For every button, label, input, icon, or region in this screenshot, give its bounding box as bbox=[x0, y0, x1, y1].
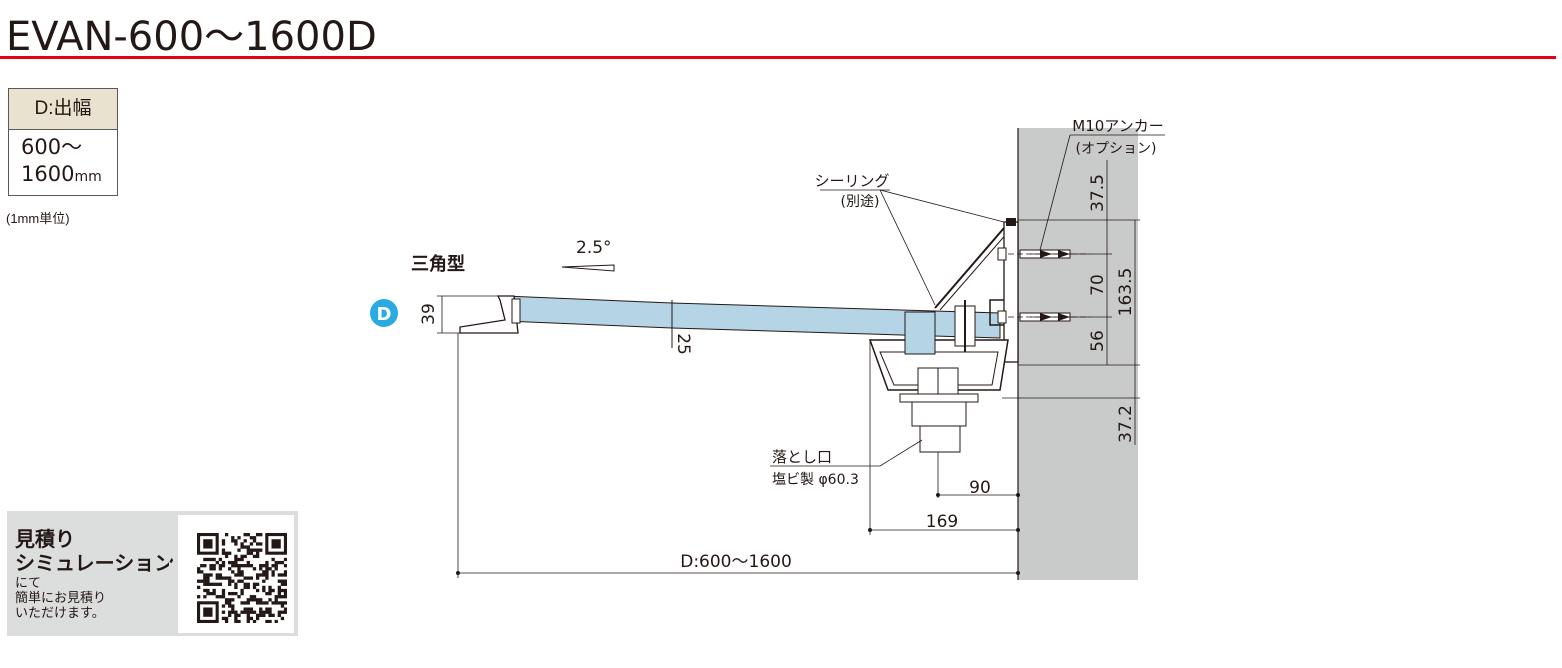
dim-total-height: 163.5 bbox=[1116, 268, 1136, 317]
diagonal-brace bbox=[934, 227, 1005, 309]
type-label: 三角型 bbox=[411, 253, 465, 275]
dim-lower-offset: 56 bbox=[1088, 330, 1108, 352]
quote-sub-3: いただけます。 bbox=[15, 605, 105, 620]
slope-icon bbox=[561, 264, 615, 272]
sealing-sub: (別途) bbox=[841, 193, 880, 210]
spec-header: D:出幅 bbox=[9, 89, 117, 130]
dim-beam-depth: 25 bbox=[673, 333, 693, 355]
leader-line bbox=[879, 439, 923, 467]
spec-range-max: 1600 bbox=[21, 162, 75, 186]
beam-joint bbox=[904, 311, 936, 355]
dim-anchor-pitch: 70 bbox=[1088, 274, 1108, 296]
spec-range-min: 600～ bbox=[21, 135, 83, 159]
spec-range-unit: mm bbox=[74, 169, 102, 185]
spec-note: (1mm単位) bbox=[6, 211, 70, 226]
front-fascia bbox=[459, 295, 519, 334]
leader-line bbox=[1039, 134, 1071, 251]
dim-bottom-lines bbox=[457, 333, 1018, 578]
spec-range: 600～ 1600mm bbox=[9, 130, 117, 195]
dim-dots bbox=[456, 493, 1020, 575]
dim-gutter-from-wall: 169 bbox=[926, 512, 958, 532]
anchor-label: M10アンカー bbox=[1072, 117, 1163, 135]
title-divider bbox=[0, 56, 1556, 59]
drain-label: 落とし口 bbox=[772, 448, 832, 466]
quote-simulation-banner[interactable]: 見積り シミュレーション にて 簡単にお見積り いただけます。 bbox=[7, 511, 298, 636]
diagonal-brace-inner bbox=[939, 231, 1009, 311]
drain-sub: 塩ビ製 φ60.3 bbox=[772, 472, 859, 488]
qr-code-panel[interactable] bbox=[178, 515, 294, 633]
d-badge-label: D bbox=[377, 304, 392, 325]
qr-code-icon[interactable] bbox=[197, 533, 287, 623]
dim-front-height: 39 bbox=[419, 303, 439, 325]
quote-sub-2: 簡単にお見積り bbox=[15, 590, 107, 605]
dim-top-offset: 37.5 bbox=[1088, 174, 1108, 212]
anchor-sub: (オプション) bbox=[1076, 141, 1157, 157]
drain-pipe bbox=[919, 425, 961, 453]
drain-flange bbox=[899, 393, 979, 403]
d-badge bbox=[370, 299, 398, 327]
sealing-label: シーリング bbox=[814, 172, 889, 190]
dim-right-lines bbox=[1002, 160, 1140, 445]
gutter-inner bbox=[879, 351, 999, 386]
leader-line bbox=[879, 189, 1005, 223]
dim-drain-from-wall: 90 bbox=[969, 478, 991, 498]
quote-title-1: 見積り bbox=[15, 529, 75, 551]
wall-bracket-hook bbox=[989, 299, 1004, 326]
leader-line bbox=[879, 189, 936, 306]
wall bbox=[1018, 128, 1138, 580]
page-title: EVAN-600～1600D bbox=[6, 14, 377, 60]
sealant-top bbox=[1006, 218, 1016, 226]
dim-drain-offset: 37.2 bbox=[1116, 405, 1136, 443]
spec-table: D:出幅 600～ 1600mm bbox=[8, 88, 118, 196]
quote-subtext: にて 簡単にお見積り いただけます。 bbox=[15, 575, 145, 620]
spec-range-max-row: 1600mm bbox=[21, 161, 111, 191]
dim-projection: D:600～1600 bbox=[680, 552, 792, 572]
slope-label: 2.5° bbox=[576, 238, 612, 258]
drain-body bbox=[911, 401, 967, 427]
quote-title-2: シミュレーション bbox=[15, 553, 175, 575]
quote-sub-1: にて bbox=[15, 575, 42, 590]
front-bracket bbox=[511, 298, 521, 324]
